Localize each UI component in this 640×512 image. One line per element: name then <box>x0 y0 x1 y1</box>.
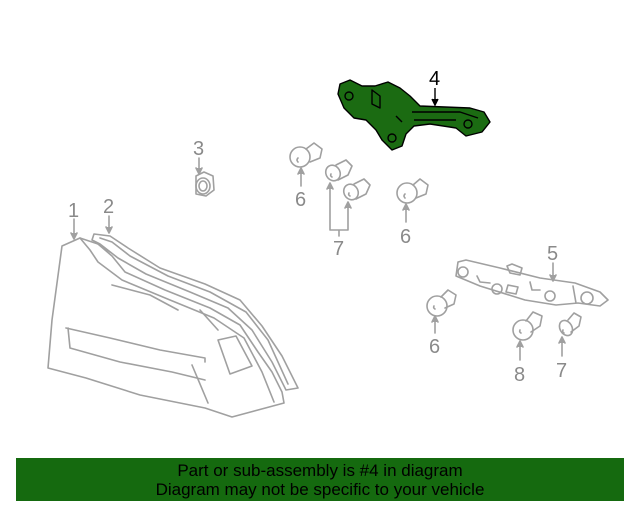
bulb-8[interactable] <box>512 311 543 341</box>
bulb-7b[interactable] <box>341 178 371 202</box>
callout-6a[interactable]: 6 <box>295 189 306 211</box>
bulb-6a[interactable] <box>289 142 323 168</box>
callout-3[interactable]: 3 <box>193 138 204 160</box>
callout-1[interactable]: 1 <box>68 200 79 222</box>
tail-lamp-gasket[interactable] <box>91 233 299 391</box>
bulb-socket-harness-highlighted[interactable] <box>337 79 491 151</box>
callout-2[interactable]: 2 <box>103 196 114 218</box>
callout-6b[interactable]: 6 <box>400 226 411 248</box>
leader-line-4 <box>431 88 439 107</box>
bulb-6b[interactable] <box>396 178 429 204</box>
callout-7b[interactable]: 7 <box>556 360 567 382</box>
bulb-7a[interactable] <box>323 159 353 183</box>
callout-6c[interactable]: 6 <box>429 336 440 358</box>
banner-line-part: Part or sub-assembly is #4 in diagram <box>177 461 463 480</box>
tail-lamp-assembly[interactable] <box>47 237 285 418</box>
bulb-7c[interactable] <box>557 312 582 338</box>
nut[interactable] <box>195 171 215 197</box>
leader-lines <box>70 157 566 361</box>
callout-5[interactable]: 5 <box>547 243 558 265</box>
socket-plate[interactable] <box>455 259 609 307</box>
callout-4[interactable]: 4 <box>429 68 440 90</box>
callout-8[interactable]: 8 <box>514 364 525 386</box>
info-banner: Part or sub-assembly is #4 in diagram Di… <box>16 458 624 501</box>
bulb-6c[interactable] <box>426 289 457 317</box>
callout-7a[interactable]: 7 <box>333 238 344 260</box>
banner-line-disclaimer: Diagram may not be specific to your vehi… <box>155 480 485 499</box>
